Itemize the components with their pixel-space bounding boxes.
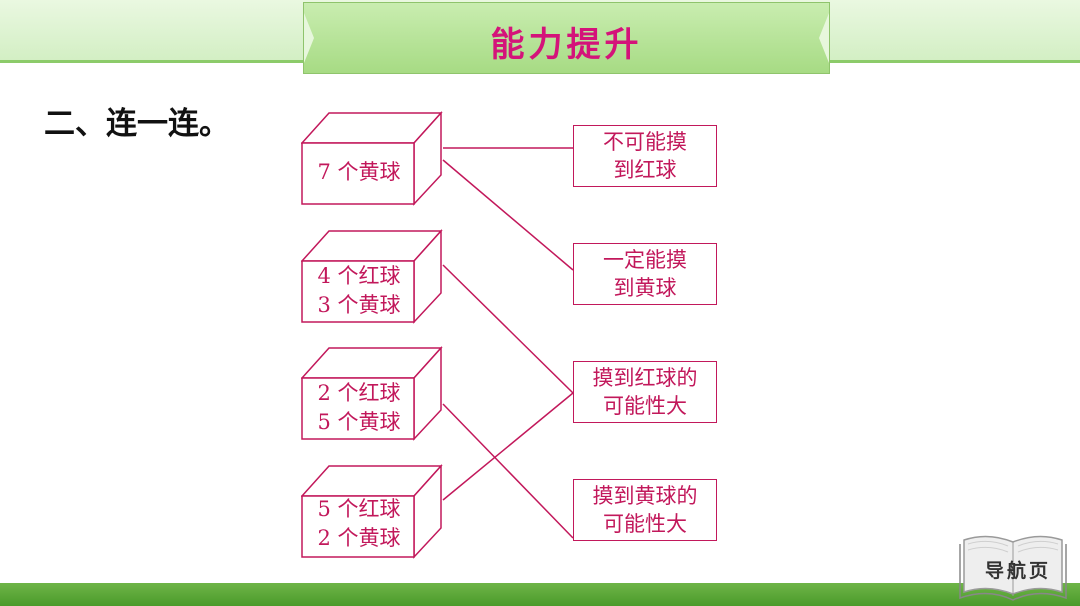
option-2-line-1: 一定能摸 [603,248,687,272]
box-4-line-1: 5 个红球 [317,497,401,521]
option-3-line-1: 摸到红球的 [592,366,698,390]
box-outline-icon [301,346,443,441]
book-icon [959,535,1067,601]
box-2-line-1: 4 个红球 [317,264,401,288]
box-outline-icon [301,229,443,324]
box-2-line-2: 3 个黄球 [317,293,401,317]
exercise-heading: 二、连一连。 [44,106,230,142]
banner-left-notch [304,13,314,63]
box-1-line-1: 7 个黄球 [317,160,401,184]
connection-line-3 [442,264,574,394]
option-box-3: 摸到红球的 可能性大 [573,361,717,423]
option-4-line-2: 可能性大 [603,512,687,536]
banner-right-notch [819,13,829,63]
option-box-1: 不可能摸 到红球 [573,125,717,187]
box-outline-icon [301,464,443,559]
bottom-bar [0,583,1080,606]
ball-box-4: 5 个红球 2 个黄球 [301,464,444,559]
option-1-line-2: 到红球 [613,158,677,182]
option-4-line-1: 摸到黄球的 [592,484,698,508]
slide-title: 能力提升 [490,25,643,65]
box-outline-icon [301,111,443,206]
ball-box-2: 4 个红球 3 个黄球 [301,229,444,324]
option-2-line-2: 到黄球 [613,276,677,300]
connection-line-4 [442,403,574,539]
option-box-4: 摸到黄球的 可能性大 [573,479,717,541]
connection-line-5 [442,392,574,501]
option-3-line-2: 可能性大 [603,394,687,418]
navigation-page-button[interactable]: 导航页 [958,530,1068,602]
title-banner: 能力提升 [303,2,830,74]
box-3-line-2: 5 个黄球 [317,410,401,434]
ball-box-3: 2 个红球 5 个黄球 [301,346,444,441]
option-1-line-1: 不可能摸 [603,130,687,154]
box-4-line-2: 2 个黄球 [317,526,401,550]
ball-box-1: 7 个黄球 [301,111,444,206]
box-3-line-1: 2 个红球 [317,381,401,405]
navigation-page-label: 导航页 [984,560,1051,582]
option-box-2: 一定能摸 到黄球 [573,243,717,305]
connection-line-2 [442,159,574,271]
